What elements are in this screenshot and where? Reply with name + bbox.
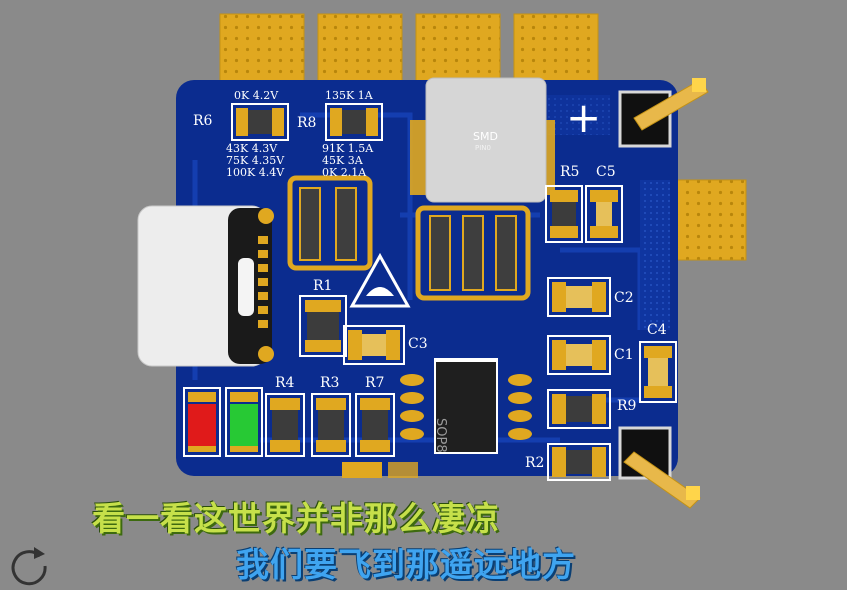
refdes-r1: R1: [313, 278, 333, 294]
edge-pad-top-1: [219, 13, 305, 85]
ic-label: SOP8: [433, 418, 448, 453]
refdes-r4: R4: [275, 375, 295, 391]
refdes-r9: R9: [617, 398, 637, 414]
plus-marking: +: [566, 93, 602, 142]
refdes-r7: R7: [365, 375, 385, 391]
r6-table-row-1: 43K 4.3V: [226, 142, 278, 155]
subtitle-line-2: 我们要飞到那遥远地方: [236, 545, 576, 584]
r8-table-row-3: 0K 2.1A: [322, 166, 367, 179]
edge-pad-top-2: [317, 13, 403, 85]
refdes-c1: C1: [614, 347, 634, 363]
r8-table-top: 135K 1A: [325, 89, 373, 102]
refresh-icon[interactable]: [7, 542, 51, 586]
inductor-sublabel: PIN0: [475, 144, 491, 152]
refdes-r3: R3: [320, 375, 340, 391]
subtitle-line-1: 看一看这世界并非那么凄凉: [92, 499, 500, 538]
inductor-label: SMD: [473, 130, 498, 143]
r8-table-row-1: 91K 1.5A: [322, 142, 374, 155]
edge-pad-top-3: [415, 13, 501, 85]
r6-table-top: 0K 4.2V: [234, 89, 279, 102]
refdes-c5: C5: [596, 164, 616, 180]
refdes-r8: R8: [297, 115, 317, 131]
refdes-c3: C3: [408, 336, 428, 352]
r6-table-row-3: 100K 4.4V: [226, 166, 285, 179]
refdes-c2: C2: [614, 290, 634, 306]
r8-table-row-2: 45K 3A: [322, 154, 363, 167]
refdes-r2: R2: [525, 455, 545, 471]
refdes-r5: R5: [560, 164, 580, 180]
refdes-r6: R6: [193, 113, 213, 129]
refdes-c4: C4: [647, 322, 667, 338]
r6-table-row-2: 75K 4.35V: [226, 154, 285, 167]
edge-pad-top-4: [513, 13, 599, 85]
edge-pad-right: [675, 179, 747, 261]
